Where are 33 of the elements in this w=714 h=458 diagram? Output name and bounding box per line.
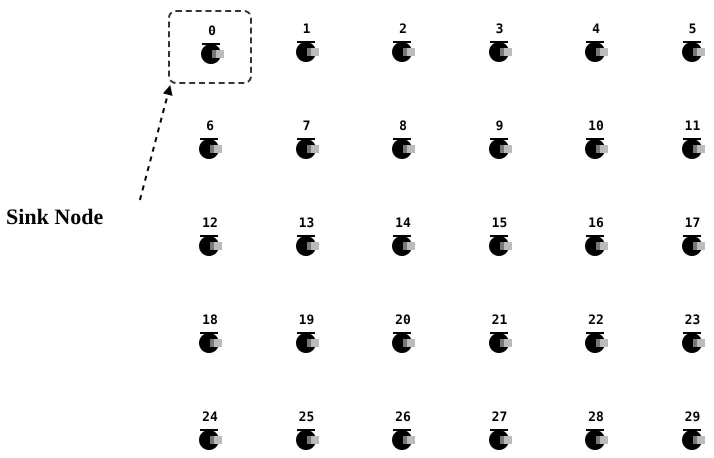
node-number: 10 [588, 119, 604, 134]
node-number: 12 [202, 216, 218, 231]
node-number: 3 [496, 22, 504, 37]
node-number: 28 [588, 410, 604, 425]
node-number: 4 [592, 22, 600, 37]
node-number: 7 [302, 119, 310, 134]
node-number: 0 [208, 24, 216, 39]
node-number: 18 [202, 313, 218, 328]
sink-node-label: Sink Node [6, 202, 104, 230]
node-number: 23 [684, 313, 700, 328]
node-number: 9 [496, 119, 504, 134]
node-number: 24 [202, 410, 218, 425]
node-number: 8 [399, 119, 407, 134]
node-number: 25 [298, 410, 314, 425]
node-number: 16 [588, 216, 604, 231]
dashed-box [168, 10, 252, 84]
node-number: 1 [302, 22, 310, 37]
node-number: 13 [298, 216, 314, 231]
node-number: 22 [588, 313, 604, 328]
node-number: 21 [492, 313, 508, 328]
node-number: 27 [492, 410, 508, 425]
node-number: 6 [206, 119, 214, 134]
node-number: 2 [399, 22, 407, 37]
node-number: 5 [688, 22, 696, 37]
node-number: 20 [395, 313, 411, 328]
node-number: 19 [298, 313, 314, 328]
node-number: 26 [395, 410, 411, 425]
node-number: 14 [395, 216, 411, 231]
node-number: 29 [684, 410, 700, 425]
node-number: 17 [684, 216, 700, 231]
node-number: 15 [492, 216, 508, 231]
node-number: 11 [684, 119, 700, 134]
dashed-arrow [138, 85, 173, 200]
